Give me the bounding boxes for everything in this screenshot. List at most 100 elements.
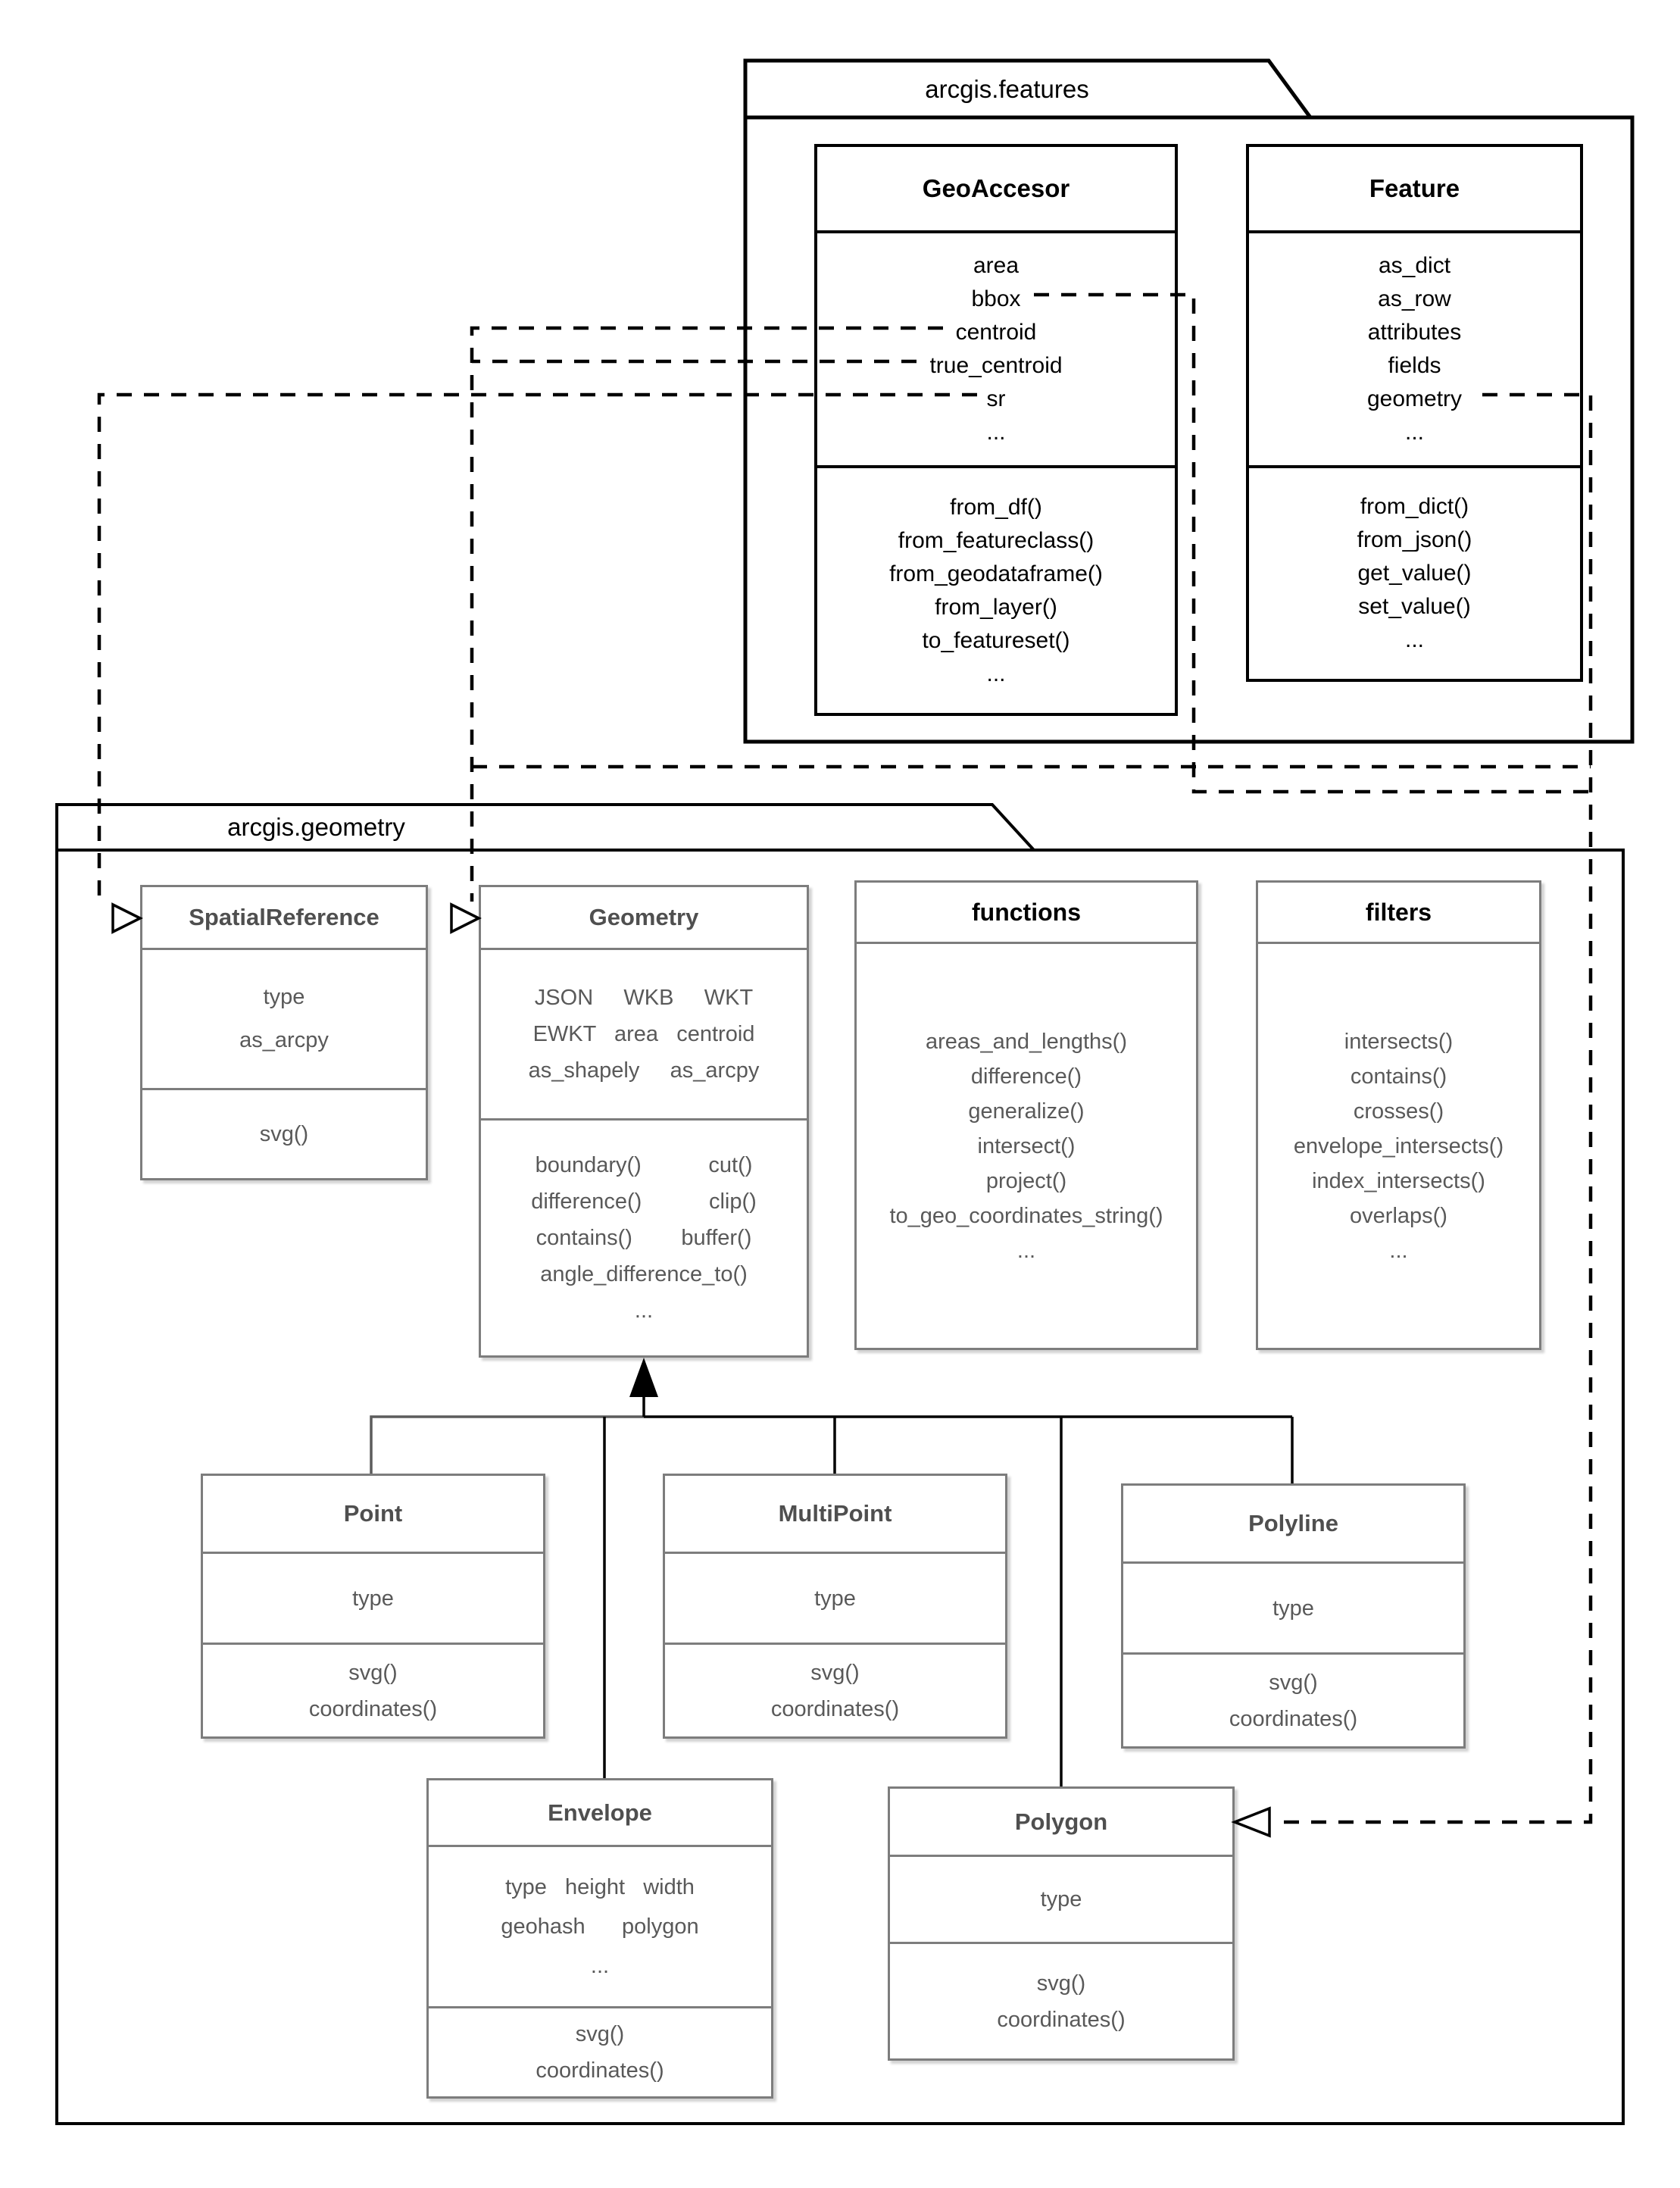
method-row: ... <box>1404 627 1424 652</box>
method-row: svg() <box>348 1660 398 1685</box>
class-title-feature: Feature <box>1369 174 1460 202</box>
method-row: coordinates() <box>997 2007 1126 2032</box>
class-feature: Feature as_dict as_row attributes fields… <box>1246 144 1583 682</box>
class-functions: functions areas_and_lengths() difference… <box>854 880 1198 1350</box>
method-row: svg() <box>575 2022 625 2046</box>
attribute-row: type <box>1040 1887 1082 1911</box>
attribute-row: as_arcpy <box>239 1028 329 1052</box>
method-row: ... <box>1016 1238 1036 1263</box>
class-geometry: Geometry JSON WKB WKT EWKT area centroid… <box>479 885 809 1358</box>
class-geoaccesor: GeoAccesor area bbox centroid true_centr… <box>814 144 1178 716</box>
class-filters: filters intersects() contains() crosses(… <box>1256 880 1541 1350</box>
attribute-row: type <box>263 985 305 1009</box>
method-row: angle_difference_to() <box>540 1262 748 1286</box>
method-row: from_json() <box>1357 527 1472 552</box>
attribute-row: geohash polygon <box>501 1914 699 1939</box>
envelope-attributes: type height width geohash polygon ... <box>429 1845 771 2006</box>
method-row: ... <box>1389 1238 1408 1263</box>
class-envelope: Envelope type height width geohash polyg… <box>426 1778 773 2099</box>
method-row: generalize() <box>968 1099 1085 1124</box>
dependency-arrowhead-geometry-icon <box>450 902 482 934</box>
method-row: svg() <box>1269 1670 1318 1695</box>
polygon-methods: svg() coordinates() <box>890 1942 1232 2058</box>
class-multipoint: MultiPoint type svg() coordinates() <box>663 1474 1007 1739</box>
method-row: intersects() <box>1344 1029 1454 1054</box>
class-title-spatialreference: SpatialReference <box>189 904 379 930</box>
class-title-polyline: Polyline <box>1248 1510 1338 1536</box>
inheritance-edge-point <box>370 1415 644 1474</box>
attribute-row: EWKT area centroid <box>532 1022 755 1046</box>
dependency-arrowhead-polygon-icon <box>1231 1806 1271 1838</box>
method-row: to_geo_coordinates_string() <box>889 1203 1163 1228</box>
attribute-row: true_centroid <box>929 353 1063 378</box>
attribute-row: ... <box>1404 420 1424 445</box>
class-spatialreference: SpatialReference type as_arcpy svg() <box>140 885 428 1180</box>
geometry-methods: boundary() cut() difference() clip() con… <box>481 1118 807 1355</box>
class-title-envelope: Envelope <box>548 1799 652 1826</box>
attribute-row: bbox <box>971 286 1021 311</box>
method-row: ... <box>634 1299 654 1323</box>
point-methods: svg() coordinates() <box>203 1643 543 1736</box>
attribute-row: JSON WKB WKT <box>534 986 754 1010</box>
method-row: svg() <box>259 1122 309 1146</box>
feature-attributes: as_dict as_row attributes fields geometr… <box>1249 230 1580 465</box>
method-row: overlaps() <box>1350 1203 1447 1228</box>
class-title-point: Point <box>343 1500 403 1527</box>
method-row: coordinates() <box>308 1696 438 1721</box>
attribute-row: as_dict <box>1378 253 1451 278</box>
method-row: intersect() <box>977 1133 1076 1158</box>
method-row: coordinates() <box>1229 1706 1358 1731</box>
functions-methods: areas_and_lengths() difference() general… <box>857 942 1196 1348</box>
feature-methods: from_dict() from_json() get_value() set_… <box>1249 465 1580 679</box>
geometry-attributes: JSON WKB WKT EWKT area centroid as_shape… <box>481 948 807 1118</box>
method-row: difference() clip() <box>531 1189 757 1214</box>
method-row: contains() buffer() <box>536 1226 752 1250</box>
class-polyline: Polyline type svg() coordinates() <box>1121 1483 1466 1749</box>
method-row: get_value() <box>1357 561 1472 586</box>
attribute-row: type <box>1272 1596 1314 1621</box>
attribute-row: type height width <box>505 1875 695 1899</box>
method-row: project() <box>985 1168 1067 1193</box>
attribute-row: centroid <box>955 320 1037 345</box>
class-polygon: Polygon type svg() coordinates() <box>888 1786 1235 2061</box>
method-row: from_featureclass() <box>898 527 1094 553</box>
polygon-attributes: type <box>890 1855 1232 1942</box>
class-title-geoaccesor: GeoAccesor <box>922 174 1070 202</box>
dependency-arrowhead-spatialreference-icon <box>111 902 143 934</box>
method-row: crosses() <box>1353 1099 1444 1124</box>
geoaccesor-methods: from_df() from_featureclass() from_geoda… <box>817 465 1175 713</box>
multipoint-attributes: type <box>665 1552 1005 1643</box>
attribute-row: fields <box>1388 353 1441 378</box>
method-row: coordinates() <box>536 2058 664 2083</box>
method-row: from_geodataframe() <box>889 561 1103 586</box>
attribute-row: sr <box>986 386 1006 411</box>
attribute-row: type <box>352 1586 394 1611</box>
spatialreference-methods: svg() <box>142 1088 426 1178</box>
method-row: svg() <box>810 1660 860 1685</box>
class-title-geometry: Geometry <box>589 904 699 930</box>
method-row: ... <box>986 661 1006 686</box>
envelope-methods: svg() coordinates() <box>429 2006 771 2096</box>
method-row: from_df() <box>950 494 1042 520</box>
method-row: from_layer() <box>935 594 1057 620</box>
attribute-row: ... <box>986 420 1006 445</box>
attribute-row: ... <box>590 1954 610 1978</box>
method-row: boundary() cut() <box>535 1153 753 1177</box>
method-row: coordinates() <box>770 1696 900 1721</box>
polyline-attributes: type <box>1123 1561 1463 1652</box>
method-row: envelope_intersects() <box>1293 1133 1504 1158</box>
filters-methods: intersects() contains() crosses() envelo… <box>1258 942 1539 1348</box>
method-row: svg() <box>1036 1971 1086 1996</box>
method-row: index_intersects() <box>1312 1168 1485 1193</box>
attribute-row: geometry <box>1366 386 1463 411</box>
point-attributes: type <box>203 1552 543 1643</box>
attribute-row: attributes <box>1367 320 1462 345</box>
class-title-filters: filters <box>1365 898 1432 926</box>
inheritance-arrow-icon <box>629 1358 658 1397</box>
class-title-polygon: Polygon <box>1014 1808 1108 1835</box>
package-title-features: arcgis.features <box>925 74 1089 103</box>
class-point: Point type svg() coordinates() <box>201 1474 545 1739</box>
method-row: to_featureset() <box>922 627 1070 653</box>
attribute-row: as_shapely as_arcpy <box>528 1058 760 1083</box>
